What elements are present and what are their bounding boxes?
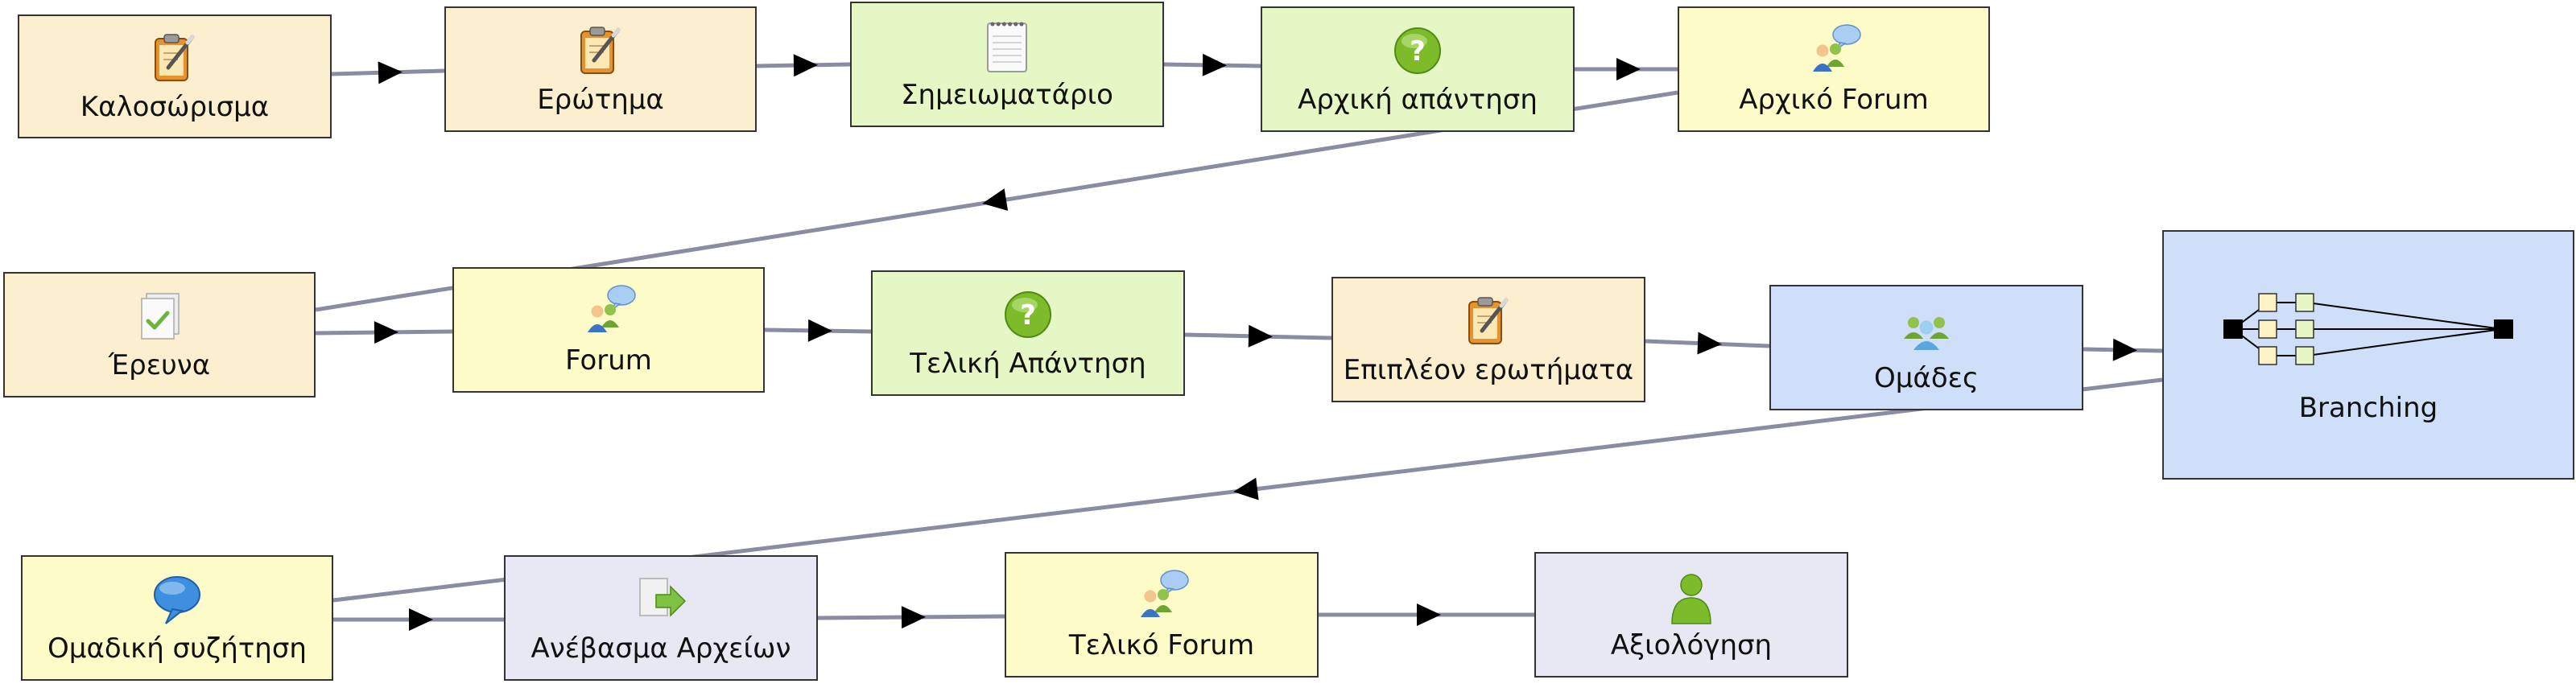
question-mark-icon: ? bbox=[1394, 27, 1441, 75]
connector-n9-n10 bbox=[1645, 332, 1770, 355]
activity-label: Έρευνα bbox=[108, 349, 211, 382]
connector-n1-n2 bbox=[331, 61, 445, 84]
activity-label: Ερώτημα bbox=[537, 84, 664, 117]
arrowhead bbox=[378, 61, 402, 84]
arrowhead bbox=[1417, 603, 1441, 626]
activity-label: Ομάδες bbox=[1874, 362, 1979, 395]
connector-n4-n5 bbox=[1575, 58, 1678, 80]
arrowhead bbox=[409, 608, 433, 631]
connector-n8-n9 bbox=[1184, 324, 1332, 348]
arrowhead bbox=[1616, 58, 1641, 80]
file-upload-icon bbox=[639, 578, 687, 618]
activity-node-n1[interactable]: Καλοσώρισμα bbox=[18, 14, 332, 138]
clipboard-pencil-icon bbox=[155, 34, 195, 82]
activity-label: Τελική Απάντηση bbox=[910, 348, 1146, 381]
question-mark-icon: ? bbox=[1005, 291, 1051, 339]
arrowhead bbox=[1248, 324, 1273, 348]
activity-label: Επιπλέον ερωτήματα bbox=[1343, 354, 1634, 387]
user-icon bbox=[1671, 574, 1711, 625]
activity-node-n15[interactable]: Αξιολόγηση bbox=[1534, 552, 1848, 678]
activity-node-n11[interactable]: Branching bbox=[2162, 230, 2574, 480]
activity-node-n3[interactable]: Σημειωματάριο bbox=[850, 2, 1164, 127]
activity-label: Forum bbox=[565, 344, 652, 377]
branching-icon bbox=[2223, 293, 2513, 366]
activity-node-n14[interactable]: Τελικό Forum bbox=[1005, 552, 1319, 678]
activity-label: Αξιολόγηση bbox=[1610, 629, 1773, 662]
arrowhead bbox=[1697, 332, 1722, 355]
activity-node-n13[interactable]: Ανέβασμα Αρχείων bbox=[504, 555, 818, 681]
arrowhead bbox=[807, 319, 832, 342]
activity-label: Ανέβασμα Αρχείων bbox=[530, 632, 791, 665]
connector-n2-n3 bbox=[756, 54, 851, 77]
forum-users-icon bbox=[1813, 24, 1861, 72]
forum-users-icon bbox=[1141, 570, 1189, 618]
survey-checkmark-icon bbox=[141, 293, 180, 340]
arrowhead bbox=[793, 54, 818, 77]
arrowhead bbox=[2112, 338, 2137, 361]
arrowhead bbox=[374, 321, 398, 344]
arrowhead bbox=[901, 606, 926, 629]
activity-node-n6[interactable]: Έρευνα bbox=[3, 272, 316, 397]
connector-n12-n13 bbox=[333, 608, 504, 631]
connector-n13-n14 bbox=[817, 606, 1005, 629]
activity-label: Καλοσώρισμα bbox=[80, 91, 270, 124]
arrowhead bbox=[982, 188, 1009, 211]
group-users-icon bbox=[1904, 317, 1949, 351]
connector-n6-n7 bbox=[315, 321, 453, 344]
clipboard-pencil-icon bbox=[1468, 297, 1509, 345]
arrowhead bbox=[1202, 53, 1227, 76]
svg-text:?: ? bbox=[1020, 299, 1036, 332]
svg-text:?: ? bbox=[1410, 35, 1426, 68]
activity-node-n2[interactable]: Ερώτημα bbox=[444, 6, 757, 132]
activity-node-n8[interactable]: ? Τελική Απάντηση bbox=[871, 270, 1185, 396]
connector-n14-n15 bbox=[1319, 603, 1534, 626]
notepad-icon bbox=[987, 22, 1027, 73]
activity-label: Ομαδική συζήτηση bbox=[47, 632, 307, 665]
activity-label: Αρχική απάντηση bbox=[1298, 84, 1538, 117]
connector-n7-n8 bbox=[764, 319, 872, 342]
activity-node-n7[interactable]: Forum bbox=[452, 267, 765, 393]
activity-label: Σημειωματάριο bbox=[901, 79, 1113, 112]
speech-bubble-icon bbox=[154, 576, 200, 625]
clipboard-pencil-icon bbox=[580, 27, 621, 75]
activity-node-n5[interactable]: Αρχικό Forum bbox=[1678, 6, 1990, 132]
connector-n10-n11 bbox=[2083, 338, 2163, 361]
activity-node-n12[interactable]: Ομαδική συζήτηση bbox=[21, 555, 333, 681]
activity-node-n10[interactable]: Ομάδες bbox=[1769, 285, 2083, 410]
activity-label: Αρχικό Forum bbox=[1739, 84, 1929, 117]
activity-node-n9[interactable]: Επιπλέον ερωτήματα bbox=[1331, 277, 1645, 402]
forum-users-icon bbox=[588, 285, 636, 333]
connector-n3-n4 bbox=[1163, 53, 1261, 76]
activity-label: Τελικό Forum bbox=[1068, 629, 1255, 662]
activity-label: Branching bbox=[2298, 392, 2438, 425]
activity-node-n4[interactable]: ? Αρχική απάντηση bbox=[1261, 6, 1575, 132]
arrowhead bbox=[1233, 477, 1259, 500]
